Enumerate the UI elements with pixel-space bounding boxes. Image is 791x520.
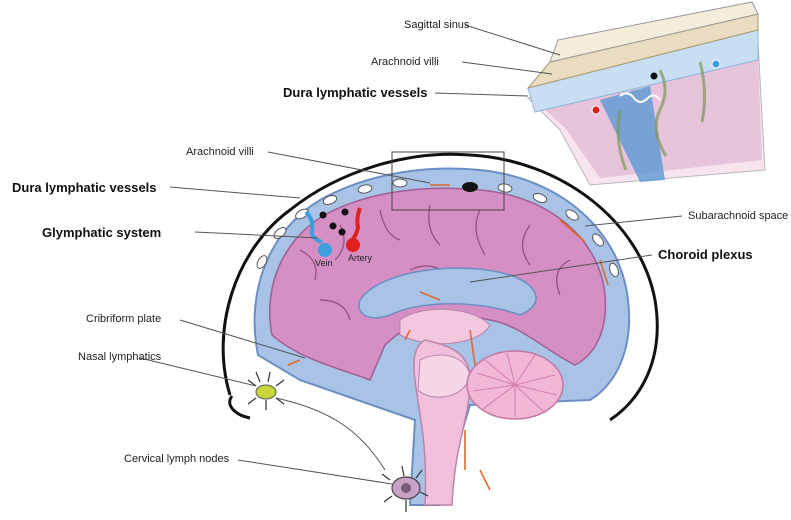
label-sagittal-sinus: Sagittal sinus	[404, 19, 469, 31]
inset-cross-section	[528, 2, 765, 185]
label-nasal-lymphatics: Nasal lymphatics	[78, 351, 161, 363]
label-arachnoid-villi-main: Arachnoid villi	[186, 146, 254, 158]
artery-marker	[346, 238, 360, 252]
sinus-vessel	[462, 182, 478, 192]
label-cribriform-plate: Cribriform plate	[86, 313, 161, 325]
inset-artery-dot	[592, 106, 600, 114]
inset-vein-dot	[712, 60, 720, 68]
label-choroid-plexus: Choroid plexus	[658, 247, 753, 262]
label-artery: Artery	[348, 253, 372, 263]
label-dura-lymphatic-vessels-main: Dura lymphatic vessels	[12, 180, 157, 195]
label-cervical-lymph-nodes: Cervical lymph nodes	[124, 453, 229, 465]
label-arachnoid-villi-inset: Arachnoid villi	[371, 56, 439, 68]
label-dura-lymphatic-vessels-inset: Dura lymphatic vessels	[283, 85, 428, 100]
face-outline	[230, 396, 250, 418]
inset-lymph-dot	[651, 73, 658, 80]
nasal-lymphatic-node	[248, 372, 284, 410]
label-glymphatic-system: Glymphatic system	[42, 225, 161, 240]
vein-marker	[318, 243, 332, 257]
label-subarachnoid-space: Subarachnoid space	[688, 210, 788, 222]
cerebellum	[467, 351, 563, 419]
label-vein: Vein	[315, 258, 333, 268]
